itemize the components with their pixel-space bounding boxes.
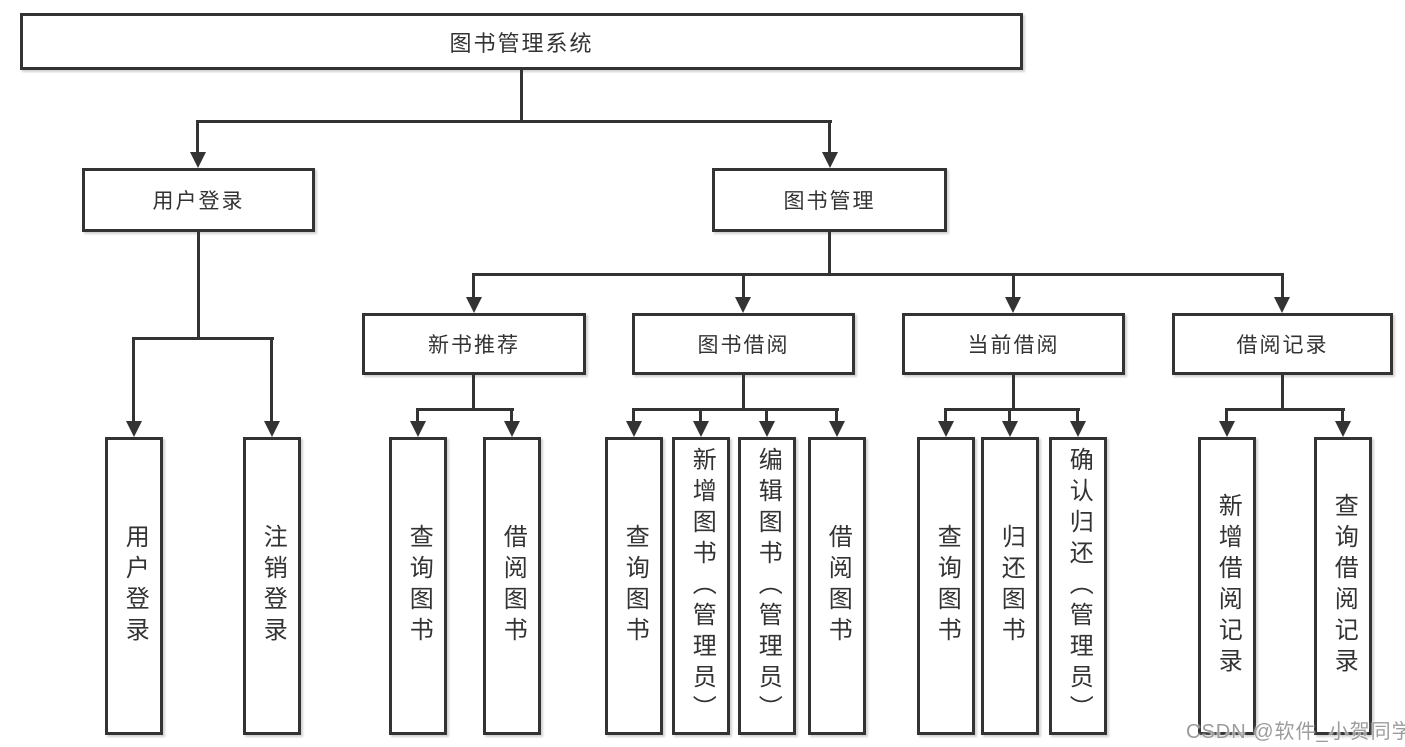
arrowhead-borrow-books-2 <box>829 421 845 437</box>
node-current-borrowing: 当前借阅 <box>902 313 1125 375</box>
connector-nbr-crossbar <box>416 408 514 411</box>
csdn-watermark: CSDN @软件_小贺同学 <box>1186 721 1405 743</box>
leaf-return-books: 归还图书 <box>981 437 1039 735</box>
leaf-label: 新增图书（管理员） <box>688 446 716 726</box>
node-borrowing-records: 借阅记录 <box>1172 313 1393 375</box>
leaf-label: 查询图书 <box>933 524 961 648</box>
connector-bb-crossbar <box>632 408 839 411</box>
connector-to-query-books-2 <box>632 408 635 422</box>
connector-to-book-borrowing <box>742 273 745 298</box>
connector-to-query-borrow-record <box>1341 408 1344 422</box>
arrowhead-book-management <box>822 152 838 168</box>
connector-to-borrow-books-2 <box>835 408 838 422</box>
leaf-borrow-books-1: 借阅图书 <box>483 437 541 735</box>
arrowhead-new-book-recommend <box>466 297 482 313</box>
arrowhead-borrow-books-1 <box>504 421 520 437</box>
arrowhead-return-books <box>1002 421 1018 437</box>
leaf-label: 借阅图书 <box>824 524 852 648</box>
arrowhead-query-borrow-record <box>1335 421 1351 437</box>
leaf-borrow-books-2: 借阅图书 <box>808 437 866 735</box>
leaf-add-books-admin: 新增图书（管理员） <box>672 437 730 735</box>
connector-root-crossbar <box>196 120 832 123</box>
connector-nbr-stem <box>472 375 475 409</box>
connector-to-query-books-1 <box>416 408 419 422</box>
connector-to-add-borrow-record <box>1225 408 1228 422</box>
connector-to-edit-books-admin <box>765 408 768 422</box>
leaf-query-books-1: 查询图书 <box>389 437 447 735</box>
connector-to-borrowing-records <box>1281 273 1284 298</box>
arrowhead-query-books-3 <box>938 421 954 437</box>
connector-user-login-stem <box>197 232 200 338</box>
arrowhead-user-login <box>190 152 206 168</box>
leaf-label: 注销登录 <box>259 524 287 648</box>
connector-br-crossbar <box>1225 408 1345 411</box>
arrowhead-user-login-leaf <box>126 421 142 437</box>
arrowhead-query-books-2 <box>626 421 642 437</box>
leaf-edit-books-admin: 编辑图书（管理员） <box>738 437 796 735</box>
connector-user-login-crossbar <box>132 337 274 340</box>
connector-to-current-borrowing <box>1012 273 1015 298</box>
connector-cb-crossbar <box>944 408 1080 411</box>
connector-to-confirm-return <box>1076 408 1079 422</box>
leaf-label: 归还图书 <box>997 524 1025 648</box>
connector-to-return-books <box>1008 408 1011 422</box>
leaf-add-borrow-record: 新增借阅记录 <box>1198 437 1256 735</box>
connector-to-query-books-3 <box>944 408 947 422</box>
leaf-confirm-return-admin: 确认归还（管理员） <box>1049 437 1107 735</box>
leaf-label: 用户登录 <box>121 524 149 648</box>
node-new-book-recommend: 新书推荐 <box>362 313 586 375</box>
leaf-label: 查询借阅记录 <box>1330 493 1358 679</box>
leaf-query-books-3: 查询图书 <box>917 437 975 735</box>
node-root-library-system: 图书管理系统 <box>20 13 1023 70</box>
arrowhead-query-books-1 <box>410 421 426 437</box>
arrowhead-add-books-admin <box>693 421 709 437</box>
node-user-login: 用户登录 <box>82 168 315 232</box>
connector-root-stem <box>520 70 523 120</box>
leaf-label: 查询图书 <box>405 524 433 648</box>
leaf-query-books-2: 查询图书 <box>605 437 663 735</box>
leaf-label: 新增借阅记录 <box>1214 493 1242 679</box>
leaf-label: 编辑图书（管理员） <box>754 446 782 726</box>
node-book-borrowing: 图书借阅 <box>632 313 855 375</box>
arrowhead-current-borrowing <box>1005 297 1021 313</box>
leaf-label: 借阅图书 <box>499 524 527 648</box>
arrowhead-book-borrowing <box>735 297 751 313</box>
arrowhead-confirm-return <box>1070 421 1086 437</box>
leaf-user-login: 用户登录 <box>105 437 163 735</box>
arrowhead-add-borrow-record <box>1219 421 1235 437</box>
connector-to-logout <box>270 337 273 422</box>
connector-to-user-login-leaf <box>132 337 135 422</box>
connector-book-mgmt-stem <box>828 232 831 274</box>
leaf-label: 确认归还（管理员） <box>1065 446 1093 726</box>
connector-to-add-books-admin <box>699 408 702 422</box>
connector-to-user-login <box>196 120 199 153</box>
leaf-label: 查询图书 <box>621 524 649 648</box>
connector-to-new-book-recommend <box>472 273 475 298</box>
arrowhead-logout <box>264 421 280 437</box>
arrowhead-borrowing-records <box>1274 297 1290 313</box>
connector-book-mgmt-crossbar <box>472 273 1283 276</box>
connector-cb-stem <box>1012 375 1015 409</box>
node-book-management: 图书管理 <box>712 168 947 232</box>
leaf-query-borrow-record: 查询借阅记录 <box>1314 437 1372 735</box>
connector-to-borrow-books-1 <box>510 408 513 422</box>
arrowhead-edit-books-admin <box>759 421 775 437</box>
connector-bb-stem <box>742 375 745 409</box>
leaf-logout: 注销登录 <box>243 437 301 735</box>
connector-to-book-management <box>828 120 831 153</box>
connector-br-stem <box>1281 375 1284 409</box>
